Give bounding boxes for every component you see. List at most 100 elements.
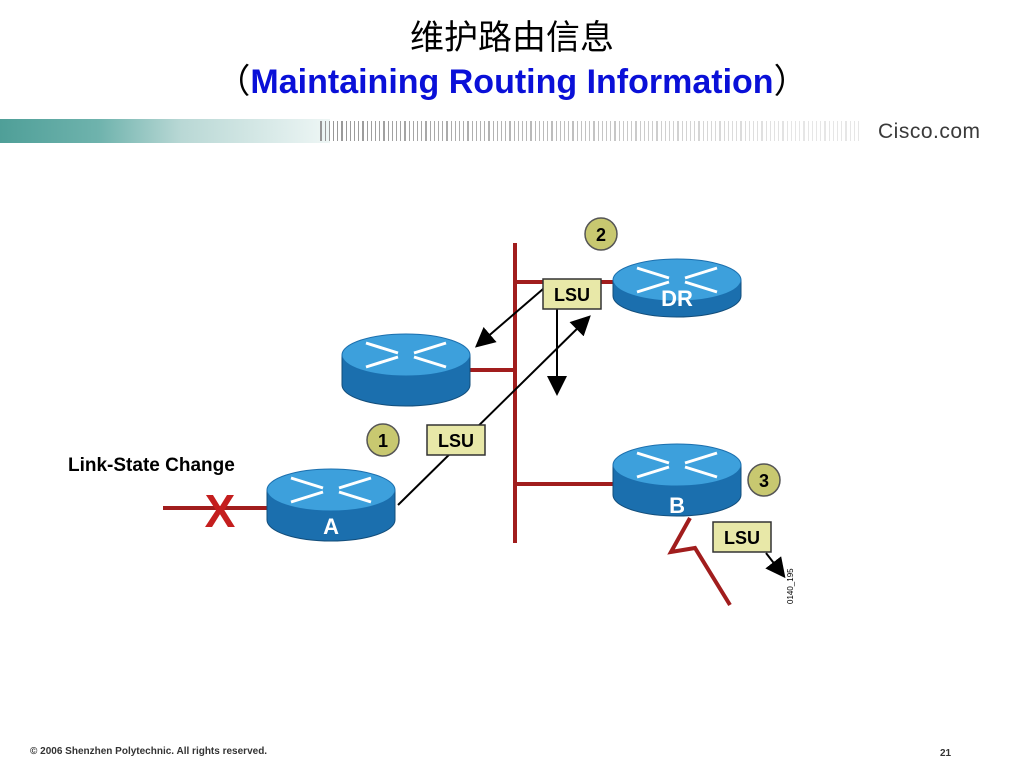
barcode-stripe [753,121,754,141]
barcode-stripe [551,121,553,141]
barcode-stripe [547,121,548,141]
barcode-stripe [396,121,397,141]
barcode-stripe [434,121,435,141]
router-arrows-icon [290,476,372,504]
barcode-stripe [535,121,536,141]
router-arrows-icon [636,451,718,479]
barcode-stripe [619,121,620,141]
barcode-stripe [404,121,406,141]
failure-x-mark: X [205,485,236,537]
barcode-stripe [627,121,628,141]
title-open-paren: （ [216,62,251,102]
arrow-b-out [765,552,786,579]
lsu-b-label: LSU [724,528,760,548]
barcode-stripe [358,121,359,141]
barcode-stripe [325,121,326,141]
step-badge-1: 1 [366,423,400,457]
barcode-stripe [677,121,679,141]
barcode-stripe [362,121,364,141]
step-badge-3: 3 [747,463,781,497]
slide-title-chinese: 维护路由信息 [410,18,614,58]
barcode-stripe [593,121,595,141]
barcode-stripe [782,121,784,141]
barcode-stripe [409,121,410,141]
barcode-stripe [715,121,716,141]
barcode-stripe [598,121,599,141]
barcode-stripe [694,121,695,141]
barcode-stripe [329,121,330,141]
lsu-packet-dr: LSU [542,278,602,310]
barcode-stripe [581,121,582,141]
barcode-stripe [400,121,401,141]
barcode-stripe [837,121,838,141]
barcode-stripe [371,121,372,141]
barcode-stripe [484,121,485,141]
barcode-stripe [421,121,422,141]
barcode-stripe [799,121,800,141]
barcode-stripe [766,121,767,141]
barcode-stripe [850,121,851,141]
barcode-stripe [572,121,574,141]
router-arrows-icon [636,266,718,294]
barcode-stripe [740,121,742,141]
barcode-stripe [379,121,380,141]
barcode-stripe [787,121,788,141]
slide-title-english: （Maintaining Routing Information） [0,54,1024,103]
barcode-stripe [665,121,666,141]
figure-id: 0140_195 [786,568,795,604]
barcode-stripe [858,121,859,141]
barcode-stripe [522,121,523,141]
step-2-number: 2 [596,225,606,245]
barcode-stripe [644,121,645,141]
barcode-stripe [820,121,821,141]
barcode-stripe [354,121,355,141]
link-state-change-label: Link-State Change [68,455,235,476]
barcode-stripe [514,121,515,141]
barcode-stripe [417,121,418,141]
barcode-stripe [438,121,439,141]
barcode-stripe [770,121,771,141]
barcode-stripe [467,121,469,141]
barcode-stripe [430,121,431,141]
barcode-stripe [631,121,632,141]
barcode-stripe [724,121,725,141]
barcode-stripe [476,121,477,141]
barcode-stripe [341,121,343,141]
barcode-stripe [732,121,733,141]
step-3-number: 3 [759,471,769,491]
barcode-stripe [656,121,658,141]
barcode-stripe [816,121,817,141]
barcode-stripe [556,121,557,141]
copyright-footer: © 2006 Shenzhen Polytechnic. All rights … [30,746,268,757]
arrow-dr-to-router [474,282,551,348]
barcode-stripe [719,121,721,141]
barcode-stripe [610,121,611,141]
barcode-stripe [690,121,691,141]
router-dr: DR [612,258,742,318]
router-dr-label: DR [661,286,693,311]
barcode-stripe [543,121,544,141]
barcode-stripe [757,121,758,141]
lsu-packet-b: LSU [712,521,772,553]
barcode-stripe [392,121,393,141]
barcode-stripe [602,121,603,141]
barcode-stripe [774,121,775,141]
barcode-stripe [455,121,456,141]
barcode-stripe [686,121,687,141]
wan-link-b [667,517,732,607]
barcode-stripe [442,121,443,141]
banner-band [0,119,330,143]
lsu-packet-a: LSU [426,424,486,456]
barcode-stripe [669,121,670,141]
barcode-stripe [526,121,527,141]
title-close-paren: ） [773,62,808,102]
barcode-stripe [539,121,540,141]
barcode-stripe [320,121,322,141]
barcode-stripe [736,121,737,141]
barcode-stripe [673,121,674,141]
barcode-stripe [652,121,653,141]
barcode-stripe [606,121,607,141]
barcode-stripe [845,121,847,141]
step-badge-2: 2 [584,217,618,251]
